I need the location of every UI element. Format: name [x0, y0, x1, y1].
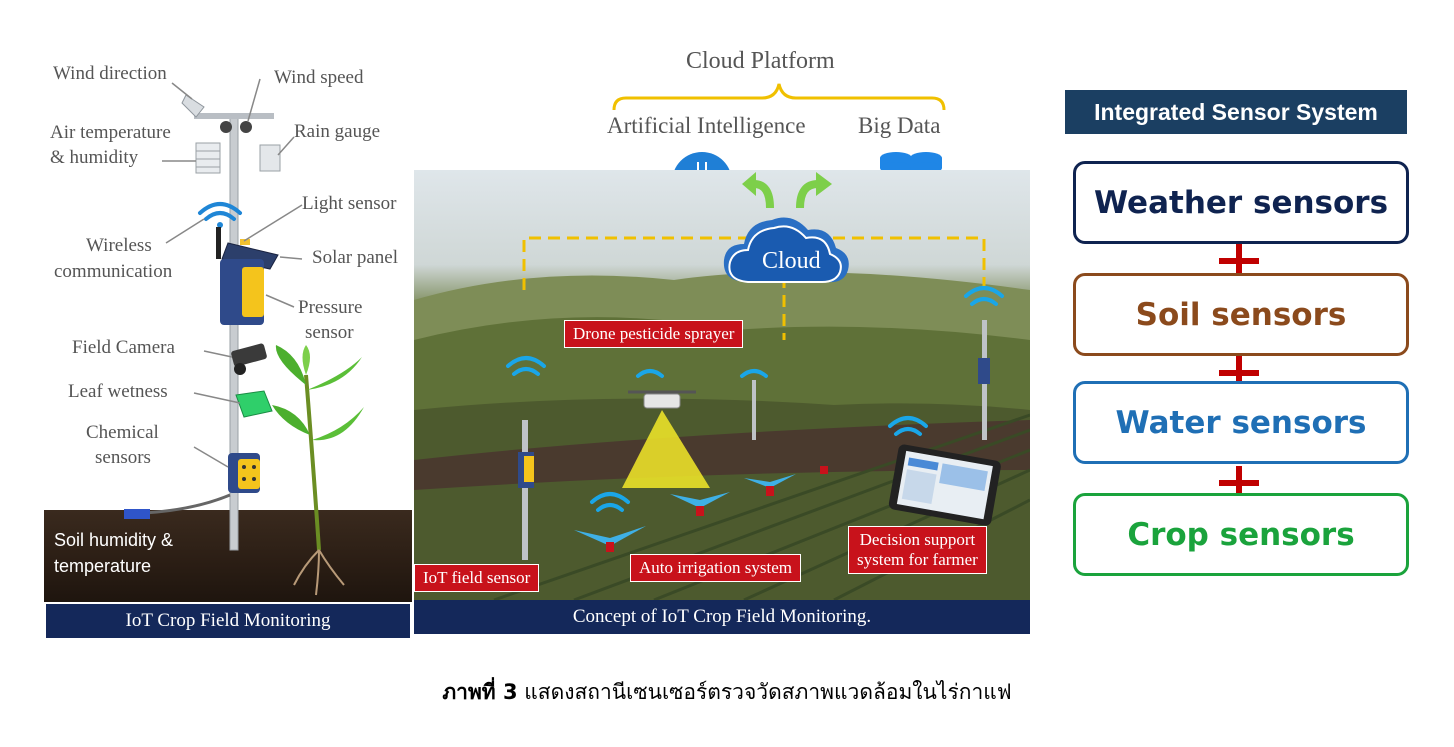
- label-wireless: Wireless: [86, 235, 152, 256]
- drone-label: Drone pesticide sprayer: [564, 320, 744, 348]
- decision-support-line-2: system for farmer: [857, 550, 978, 569]
- iot-station-panel: Wind direction Wind speed Air temperatur…: [44, 55, 412, 640]
- cloud-icon: [723, 217, 849, 283]
- label-wind-speed: Wind speed: [274, 67, 364, 88]
- water-sensors-box: Water sensors: [1073, 381, 1409, 464]
- plus-icon: [1219, 356, 1259, 390]
- figure-number: ภาพที่ 3: [442, 680, 518, 704]
- label-communication: communication: [54, 261, 173, 282]
- auto-irrigation-label: Auto irrigation system: [630, 554, 801, 582]
- label-pressure-sensor: sensor: [305, 322, 354, 343]
- weather-sensors-label: Weather sensors: [1093, 184, 1389, 221]
- big-data-label: Big Data: [858, 113, 941, 138]
- center-caption: Concept of IoT Crop Field Monitoring.: [414, 600, 1030, 634]
- label-rain-gauge: Rain gauge: [294, 121, 381, 142]
- figure-caption-text: แสดงสถานีเซนเซอร์ตรวจวัดสภาพแวดล้อมในไร่…: [517, 680, 1012, 704]
- soil-sensors-label: Soil sensors: [1135, 296, 1347, 333]
- left-caption: IoT Crop Field Monitoring: [46, 604, 410, 638]
- soil-sensors-box: Soil sensors: [1073, 273, 1409, 356]
- cloud-platform-brace: [612, 83, 946, 111]
- cloud-platform-title: Cloud Platform: [686, 48, 835, 74]
- label-light-sensor: Light sensor: [302, 193, 397, 214]
- weather-station-illustration: [124, 78, 364, 596]
- plus-icon: [1219, 466, 1259, 500]
- integrated-sensor-system-title: Integrated Sensor System: [1065, 90, 1407, 134]
- label-air-temperature: Air temperature: [50, 122, 171, 143]
- soil-ground: [44, 510, 412, 602]
- field-photo: Cloud Drone pesticide sprayer IoT field …: [414, 170, 1030, 600]
- label-pressure: Pressure: [298, 297, 363, 318]
- label-chemical-sensors: sensors: [95, 447, 151, 468]
- label-soil-humidity: Soil humidity &: [54, 530, 174, 550]
- label-solar-panel: Solar panel: [312, 247, 399, 268]
- label-humidity: & humidity: [50, 147, 139, 168]
- label-chemical: Chemical: [86, 422, 159, 443]
- field-scene: [414, 236, 1030, 600]
- iot-field-sensor-label: IoT field sensor: [414, 564, 540, 592]
- crop-sensors-box: Crop sensors: [1073, 493, 1409, 576]
- decision-support-line-1: Decision support: [859, 530, 976, 549]
- label-leaf-wetness: Leaf wetness: [68, 381, 168, 402]
- upload-arrows-icon: [742, 172, 832, 209]
- label-soil-temperature: temperature: [54, 556, 152, 576]
- decision-support-label: Decision support system for farmer: [848, 526, 987, 574]
- crop-sensors-label: Crop sensors: [1127, 516, 1355, 553]
- ai-label: Artificial Intelligence: [607, 113, 806, 138]
- weather-sensors-box: Weather sensors: [1073, 161, 1409, 244]
- plus-icon: [1219, 244, 1259, 278]
- figure-caption: ภาพที่ 3 แสดงสถานีเซนเซอร์ตรวจวัดสภาพแวด…: [0, 676, 1454, 709]
- water-sensors-label: Water sensors: [1115, 404, 1367, 441]
- label-field-camera: Field Camera: [72, 337, 175, 358]
- cloud-label: Cloud: [762, 248, 821, 274]
- label-wind-direction: Wind direction: [53, 63, 167, 84]
- iot-concept-panel: Cloud Drone pesticide sprayer IoT field …: [414, 170, 1030, 636]
